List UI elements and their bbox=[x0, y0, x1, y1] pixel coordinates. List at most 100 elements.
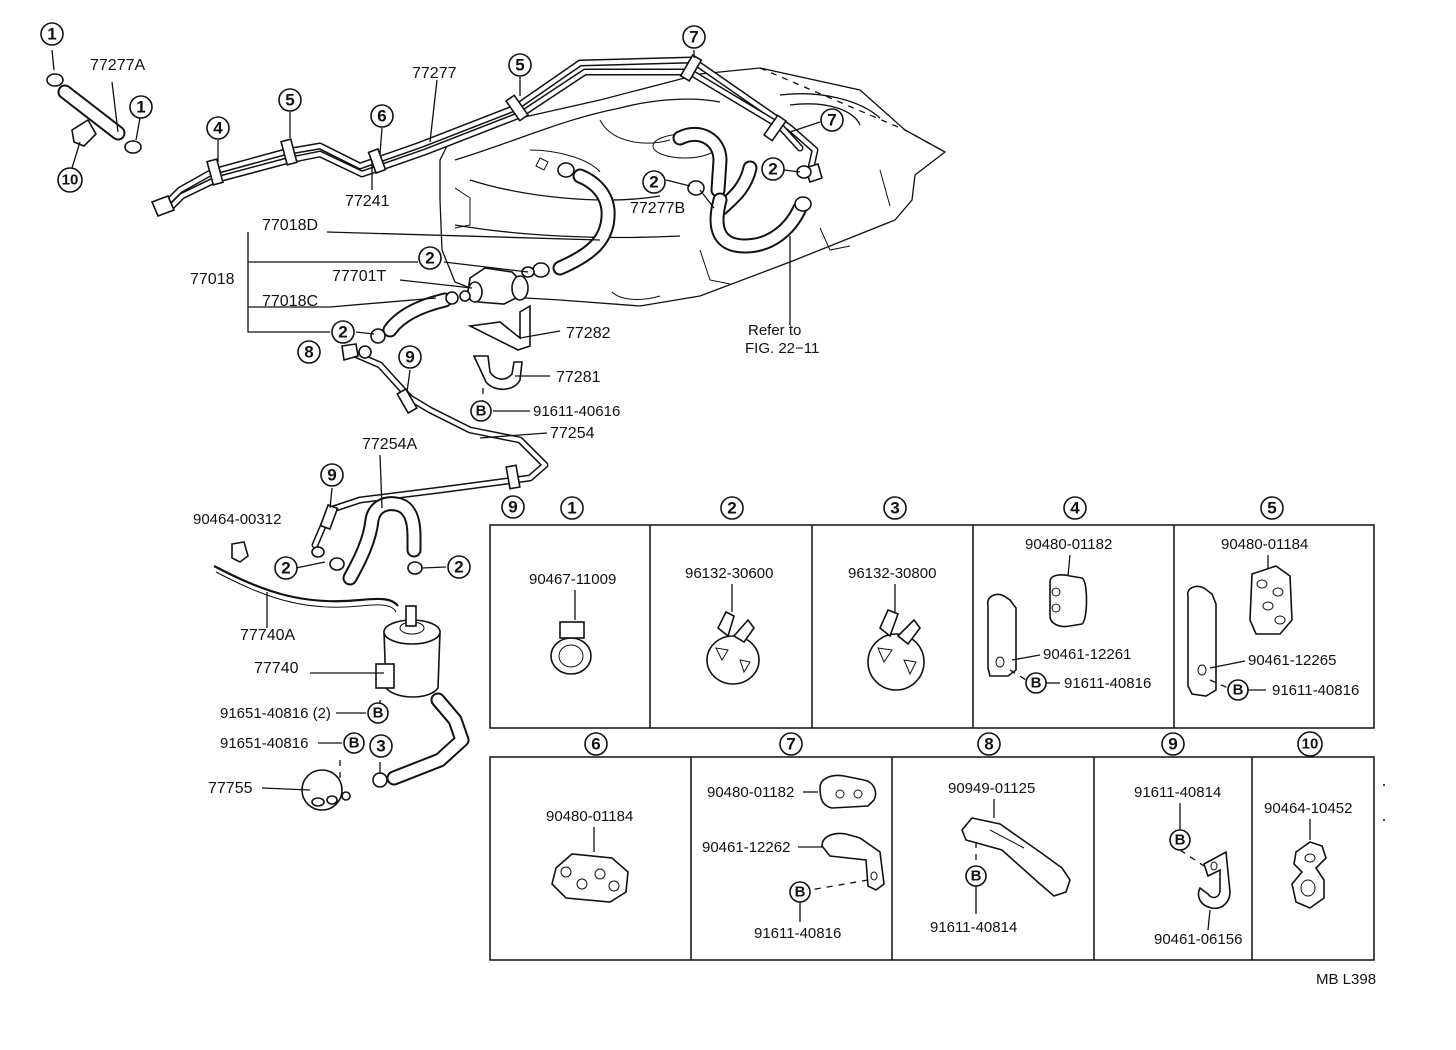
detail-box-7: 7 90480-01182 90461-12262 B 91611-40816 bbox=[702, 732, 885, 942]
label-77277a: 77277A bbox=[90, 57, 145, 74]
part-96132-30600: 96132-30600 bbox=[685, 565, 773, 582]
label-77740a: 77740A bbox=[240, 627, 295, 644]
diagram-code: MB L398 bbox=[1316, 971, 1376, 988]
svg-text:4: 4 bbox=[1070, 499, 1080, 518]
figure-reference: FIG. 22−11 bbox=[745, 340, 819, 357]
callout-7: 7 bbox=[682, 25, 706, 49]
detail-box-10: 10 90464-10452 bbox=[1264, 731, 1352, 909]
detail-box-5: 5 90480-01184 90461-12265 B 91611-40816 bbox=[1186, 496, 1359, 701]
part-90464-10452: 90464-10452 bbox=[1264, 800, 1352, 817]
svg-text:2: 2 bbox=[454, 558, 463, 577]
svg-text:3: 3 bbox=[890, 499, 899, 518]
callout-9: 9 bbox=[398, 345, 422, 369]
callout-2: 2 bbox=[274, 556, 298, 580]
callout-5: 5 bbox=[1260, 496, 1284, 520]
callout-9: 9 bbox=[1161, 732, 1185, 756]
svg-text:B: B bbox=[795, 884, 806, 901]
callout-B: B bbox=[367, 702, 389, 724]
svg-text:7: 7 bbox=[689, 28, 698, 47]
svg-text:7: 7 bbox=[786, 735, 795, 754]
svg-text:5: 5 bbox=[515, 56, 524, 75]
part-90467-11009: 90467-11009 bbox=[529, 571, 616, 588]
part-96132-30800: 96132-30800 bbox=[848, 565, 936, 582]
detail-box-9: 9 91611-40814 B 90461-06156 bbox=[1134, 732, 1242, 948]
callout-3: 3 bbox=[883, 496, 907, 520]
label-77241: 77241 bbox=[345, 193, 390, 210]
svg-text:B: B bbox=[373, 705, 384, 722]
svg-text:6: 6 bbox=[377, 107, 386, 126]
bolt-91611-40816-b7: 91611-40816 bbox=[754, 925, 841, 942]
refer-to-text: Refer to bbox=[748, 322, 801, 339]
part-90461-06156: 90461-06156 bbox=[1154, 931, 1242, 948]
callout-2: 2 bbox=[642, 170, 666, 194]
svg-text:2: 2 bbox=[649, 173, 658, 192]
svg-text:3: 3 bbox=[376, 737, 385, 756]
label-90464-00312: 90464-00312 bbox=[193, 511, 281, 528]
callout-4: 4 bbox=[206, 116, 230, 140]
plate-77755 bbox=[301, 760, 351, 811]
svg-text:8: 8 bbox=[304, 343, 313, 362]
label-77018: 77018 bbox=[190, 271, 235, 288]
svg-text:B: B bbox=[349, 735, 360, 752]
svg-text:B: B bbox=[1233, 682, 1244, 699]
callout-8: 8 bbox=[297, 340, 321, 364]
detail-box-6: 6 90480-01184 bbox=[546, 732, 633, 903]
hose-77277a bbox=[46, 73, 142, 154]
label-77254a: 77254A bbox=[362, 436, 417, 453]
svg-text:2: 2 bbox=[281, 559, 290, 578]
callout-1: 1 bbox=[560, 496, 584, 520]
svg-text:1: 1 bbox=[136, 98, 145, 117]
part-90461-12265: 90461-12265 bbox=[1248, 652, 1336, 669]
bolt-91611-40816-b5: 91611-40816 bbox=[1272, 682, 1359, 699]
part-90480-01182-b7: 90480-01182 bbox=[707, 784, 794, 801]
svg-text:6: 6 bbox=[591, 735, 600, 754]
svg-text:B: B bbox=[1175, 832, 1186, 849]
svg-text:B: B bbox=[1031, 675, 1042, 692]
svg-text:B: B bbox=[476, 403, 487, 420]
callout-1: 1 bbox=[129, 95, 153, 119]
detail-box-3: 3 96132-30800 bbox=[848, 496, 936, 691]
label-91611-40616: 91611-40616 bbox=[533, 403, 620, 420]
label-77277b: 77277B bbox=[630, 200, 685, 217]
svg-text:7: 7 bbox=[827, 111, 836, 130]
label-77018c: 77018C bbox=[262, 293, 318, 310]
callout-B: B bbox=[343, 732, 365, 754]
callout-8: 8 bbox=[977, 732, 1001, 756]
svg-text:10: 10 bbox=[1302, 736, 1319, 753]
pipe-77254 bbox=[311, 343, 549, 549]
charcoal-canister-77740 bbox=[372, 605, 470, 788]
callout-B: B bbox=[965, 865, 987, 887]
label-77701t: 77701T bbox=[332, 268, 386, 285]
label-77755: 77755 bbox=[208, 780, 253, 797]
callout-B: B bbox=[470, 400, 492, 422]
callout-9: 9 bbox=[501, 495, 525, 519]
callout-2: 2 bbox=[447, 555, 471, 579]
detail-boxes-row2 bbox=[489, 756, 1375, 961]
svg-text:8: 8 bbox=[984, 735, 993, 754]
label-77281: 77281 bbox=[556, 369, 601, 386]
svg-text:1: 1 bbox=[47, 25, 56, 44]
callout-1: 1 bbox=[40, 22, 64, 46]
svg-text:5: 5 bbox=[1267, 499, 1276, 518]
part-90480-01184-b6: 90480-01184 bbox=[546, 808, 633, 825]
detail-box-2: 2 96132-30600 bbox=[685, 496, 773, 685]
svg-text:1: 1 bbox=[567, 499, 576, 518]
svg-text:9: 9 bbox=[508, 498, 517, 517]
callout-5: 5 bbox=[508, 53, 532, 77]
svg-text:2: 2 bbox=[768, 160, 777, 179]
svg-text:5: 5 bbox=[285, 91, 294, 110]
part-number-labels: 77277A 77277 77241 77018D 77018 77701T 7… bbox=[90, 57, 1376, 988]
callout-10: 10 bbox=[57, 167, 83, 193]
callout-6: 6 bbox=[370, 104, 394, 128]
callout-2: 2 bbox=[720, 496, 744, 520]
callout-2: 2 bbox=[761, 157, 785, 181]
svg-text:10: 10 bbox=[62, 172, 79, 189]
svg-text:9: 9 bbox=[327, 466, 336, 485]
bolt-91611-40814-b9: 91611-40814 bbox=[1134, 784, 1221, 801]
label-77282: 77282 bbox=[566, 325, 611, 342]
bolt-91611-40814: 91611-40814 bbox=[930, 919, 1017, 936]
part-90949-01125: 90949-01125 bbox=[948, 780, 1035, 797]
part-90461-12261: 90461-12261 bbox=[1043, 646, 1131, 663]
callout-7: 7 bbox=[779, 732, 803, 756]
svg-text:2: 2 bbox=[425, 249, 434, 268]
